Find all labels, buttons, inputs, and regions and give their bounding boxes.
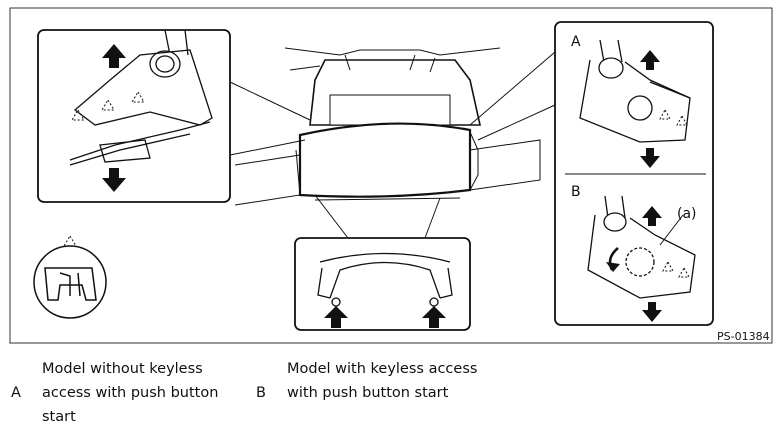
figure-code: PS-01384 [717,330,770,343]
legend: A Model without keyless access with push… [0,357,783,431]
legend-text-b: Model with keyless access with push butt… [287,361,478,401]
legend-key-a: A [11,385,21,401]
panel-label-a: A [571,34,581,50]
clip-inset [33,235,107,319]
leader-lines [229,51,556,239]
legend-key-b: B [256,385,266,401]
illustration-figure: A B (a) PS-01384 [9,7,773,344]
callout-a-label: (a) [677,206,697,222]
detail-panel-top-left [37,29,231,203]
legend-text-a: Model without keyless access with push b… [42,361,219,425]
steering-column-drawing [234,47,541,206]
detail-panel-right: A B (a) [554,21,714,326]
detail-panel-bottom-center [294,237,471,331]
panel-label-b: B [571,184,581,200]
